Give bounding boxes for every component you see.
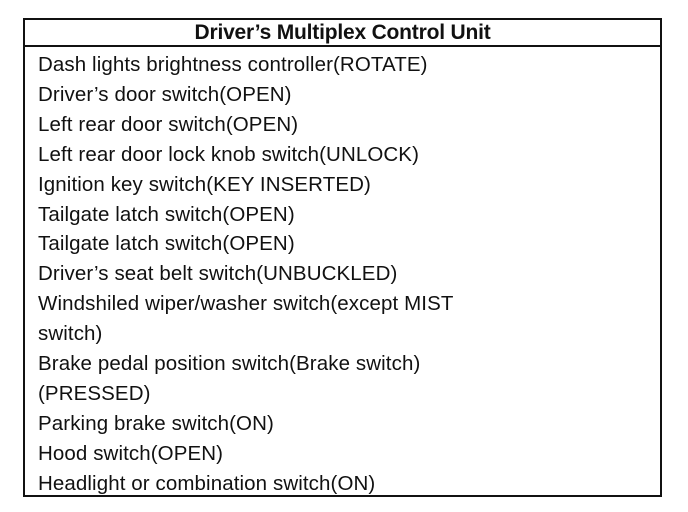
table-row: Driver’s door switch(OPEN) bbox=[38, 82, 292, 106]
table-row: (PRESSED) bbox=[38, 381, 151, 405]
table-row: Headlight or combination switch(ON) bbox=[38, 471, 376, 495]
table-row: Left rear door lock knob switch(UNLOCK) bbox=[38, 142, 420, 166]
control-unit-table: Driver’s Multiplex Control Unit Dash lig… bbox=[23, 18, 662, 497]
table-row: Parking brake switch(ON) bbox=[38, 411, 274, 435]
table-rows: Dash lights brightness controller(ROTATE… bbox=[25, 47, 660, 499]
table-row: Left rear door switch(OPEN) bbox=[38, 112, 299, 136]
table-row: Hood switch(OPEN) bbox=[38, 441, 224, 465]
table-row: Windshiled wiper/washer switch(except MI… bbox=[38, 292, 454, 316]
table-row: Brake pedal position switch(Brake switch… bbox=[38, 352, 421, 376]
table-row: Dash lights brightness controller(ROTATE… bbox=[38, 53, 428, 76]
table-row: Tailgate latch switch(OPEN) bbox=[38, 232, 295, 256]
table-row: Tailgate latch switch(OPEN) bbox=[38, 202, 295, 226]
table-row: switch) bbox=[38, 322, 103, 346]
table-row: Driver’s seat belt switch(UNBUCKLED) bbox=[38, 262, 398, 286]
table-row: Ignition key switch(KEY INSERTED) bbox=[38, 172, 371, 196]
table-title: Driver’s Multiplex Control Unit bbox=[25, 20, 660, 47]
